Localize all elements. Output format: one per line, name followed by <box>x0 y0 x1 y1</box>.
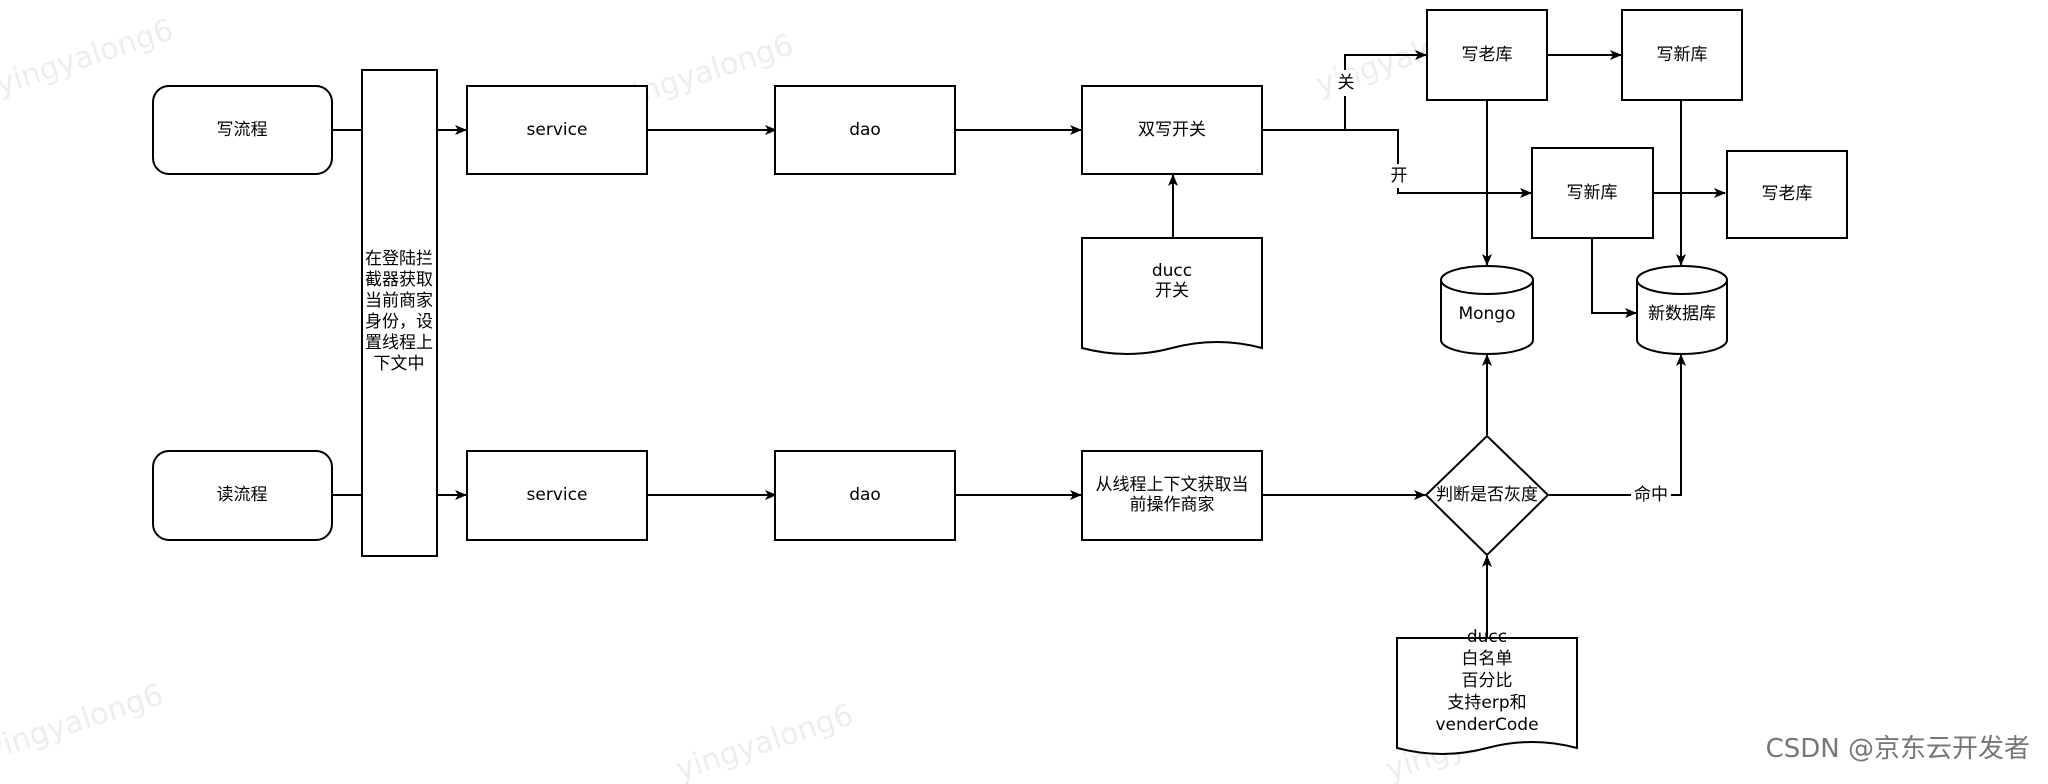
edge-labels: 关 开 命中 <box>1336 70 1671 506</box>
node-label: 新数据库 <box>1648 304 1716 324</box>
node-service-write: service <box>466 85 648 175</box>
node-label: 写老库 <box>1462 45 1513 65</box>
node-label-line: 当前商家 <box>365 291 433 311</box>
node-label-line: 下文中 <box>374 354 425 374</box>
node-label-line: 从线程上下文获取当 <box>1096 475 1249 495</box>
node-new-db: 新数据库 <box>1636 265 1728 355</box>
node-label-line: 在登陆拦 <box>365 249 433 269</box>
label-off: 关 <box>1338 73 1355 93</box>
node-label-line: 身份，设 <box>365 312 433 332</box>
node-label-line: ducc <box>1467 627 1507 647</box>
watermark: yingyalong6 <box>672 697 858 784</box>
watermark: yingyalong6 <box>0 677 168 767</box>
node-label: 写老库 <box>1762 184 1813 204</box>
node-ducc-whitelist: ducc 白名单 百分比 支持erp和 venderCode <box>1396 627 1578 755</box>
node-ducc-switch: ducc 开关 <box>1081 237 1263 355</box>
credit-text: CSDN @京东云开发者 <box>1766 734 2030 764</box>
node-label: dao <box>849 485 881 505</box>
node-gray-check: 判断是否灰度 <box>1424 434 1550 557</box>
node-label: 写新库 <box>1657 45 1708 65</box>
node-dual-write-switch: 双写开关 <box>1081 85 1263 175</box>
edge-new-mid-to-newdb <box>1591 238 1637 318</box>
node-write-old-top: 写老库 <box>1426 9 1548 101</box>
node-write-new-mid: 写新库 <box>1531 147 1654 239</box>
node-label: 写流程 <box>217 120 268 140</box>
node-label: service <box>527 485 588 505</box>
node-interceptor: 在登陆拦 截器获取 当前商家 身份，设 置线程上 下文中 <box>361 69 438 557</box>
node-label-line: 白名单 <box>1462 649 1513 669</box>
node-label: dao <box>849 120 881 140</box>
node-dao-read: dao <box>774 450 956 541</box>
edge-switch-on <box>1345 129 1532 198</box>
node-service-read: service <box>466 450 648 541</box>
node-label-line: 支持erp和 <box>1447 693 1526 713</box>
node-label: Mongo <box>1458 304 1515 324</box>
node-mongo-db: Mongo <box>1440 265 1534 355</box>
node-label-line: 前操作商家 <box>1130 495 1215 515</box>
node-label: 双写开关 <box>1138 120 1206 140</box>
node-label: 写新库 <box>1567 183 1618 203</box>
node-label-line: 截器获取 <box>365 270 433 290</box>
node-write-flow: 写流程 <box>152 85 333 175</box>
node-label-line: 百分比 <box>1462 671 1513 691</box>
watermark: yingyalong6 <box>0 12 178 102</box>
node-label: 判断是否灰度 <box>1436 485 1538 505</box>
edge-gray-hit-to-newdb <box>1549 354 1686 496</box>
edges <box>332 50 1726 638</box>
node-label: 读流程 <box>217 485 268 505</box>
node-label-line: 开关 <box>1155 281 1189 301</box>
node-read-flow: 读流程 <box>152 450 333 541</box>
node-label-line: venderCode <box>1435 715 1538 735</box>
label-on: 开 <box>1391 166 1408 186</box>
node-get-merchant: 从线程上下文获取当 前操作商家 <box>1081 450 1263 541</box>
node-label-line: ducc <box>1152 261 1192 281</box>
node-dao-write: dao <box>774 85 956 175</box>
node-label-line: 置线程上 <box>365 333 433 353</box>
node-write-old-mid: 写老库 <box>1726 150 1848 239</box>
label-hit: 命中 <box>1634 485 1668 505</box>
node-write-new-top: 写新库 <box>1621 9 1743 101</box>
node-label: service <box>527 120 588 140</box>
